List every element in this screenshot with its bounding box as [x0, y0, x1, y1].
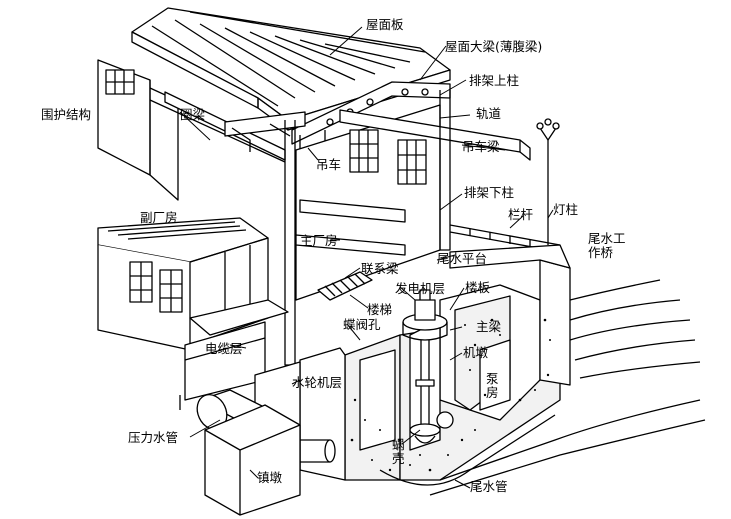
label-lamp-post: 灯柱 [553, 202, 579, 217]
substructure [254, 244, 571, 486]
label-rail: 轨道 [476, 106, 502, 121]
tie-beam [295, 234, 406, 256]
label-railing: 栏杆 [508, 207, 534, 222]
stairs-drawing [317, 271, 373, 301]
label-penstock: 压力水管 [128, 430, 179, 445]
railing [449, 224, 561, 253]
auxiliary-building [97, 217, 289, 410]
label-draft-tube: 尾水管 [470, 479, 508, 494]
generator-unit [402, 289, 454, 444]
label-stairs: 楼梯 [367, 302, 393, 317]
label-floor-slab: 楼板 [465, 280, 491, 295]
label-auxiliary-building: 副厂房 [140, 210, 178, 225]
label-cable-floor: 电缆层 [205, 341, 243, 356]
label-machine-pier: 机墩 [463, 345, 489, 360]
label-bent-upper-column: 排架上柱 [469, 73, 520, 88]
label-pump-room: 泵房 [486, 371, 499, 400]
label-crane-beam: 吊车梁 [462, 139, 500, 154]
anchor-block [204, 404, 301, 516]
label-tie-beam: 联系梁 [361, 261, 399, 276]
label-enclosure-structure: 围护结构 [41, 107, 92, 122]
lamp-post [536, 118, 560, 245]
label-main-building: 主厂房 [300, 233, 338, 248]
label-roof-slab: 屋面板 [366, 17, 404, 32]
leader-lines [179, 26, 554, 489]
label-butterfly-valve-hole: 蝶阀孔 [343, 317, 381, 332]
label-main-beam: 主梁 [476, 319, 502, 334]
label-turbine-floor: 水轮机层 [292, 375, 343, 390]
label-tailwater-platform: 尾水平台 [437, 251, 488, 266]
crane-beam [299, 109, 531, 223]
label-crane: 吊车 [316, 157, 342, 172]
label-spiral-case: 蜗壳 [392, 437, 405, 466]
label-tailwater-bridge: 尾水工作桥 [588, 231, 626, 260]
label-ring-beam: 圈梁 [180, 107, 206, 122]
label-bent-lower-column: 排架下柱 [464, 185, 515, 200]
label-generator-floor: 发电机层 [395, 281, 446, 296]
label-roof-girder: 屋面大梁(薄腹梁) [445, 39, 543, 54]
label-anchor-block: 镇墩 [257, 470, 283, 485]
tailwater-channel [429, 279, 706, 496]
concrete-texture [350, 318, 551, 472]
